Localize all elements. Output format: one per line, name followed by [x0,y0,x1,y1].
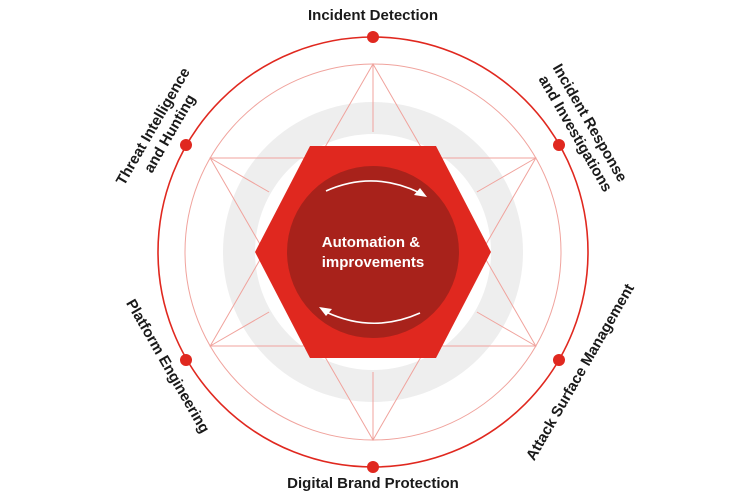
marker-platform-engineering [180,354,192,366]
marker-incident-detection [367,31,379,43]
cycle-arrow-bottom-head [319,307,332,316]
center-disc [287,166,459,338]
label-incident-response: Incident Response and Investigations [533,61,632,198]
marker-attack-surface-management [553,354,565,366]
label-digital-brand-protection: Digital Brand Protection [287,475,459,492]
cycle-arrow-bottom [325,311,421,325]
marker-digital-brand-protection [367,461,379,473]
spoke-line-5 [209,157,270,193]
center-label-line-1: Automation & [322,234,420,251]
marker-threat-intelligence [180,139,192,151]
cycle-arrow-top [325,180,421,194]
label-incident-detection: Incident Detection [308,7,438,24]
center-label: Automation & improvements [322,234,425,271]
center-label-line-2: improvements [322,254,425,271]
marker-incident-response [553,139,565,151]
cycle-arrow-top-head [414,188,427,197]
spoke-line-2 [476,311,537,347]
spoke-line-1 [476,157,537,193]
spoke-line-4 [209,311,270,347]
